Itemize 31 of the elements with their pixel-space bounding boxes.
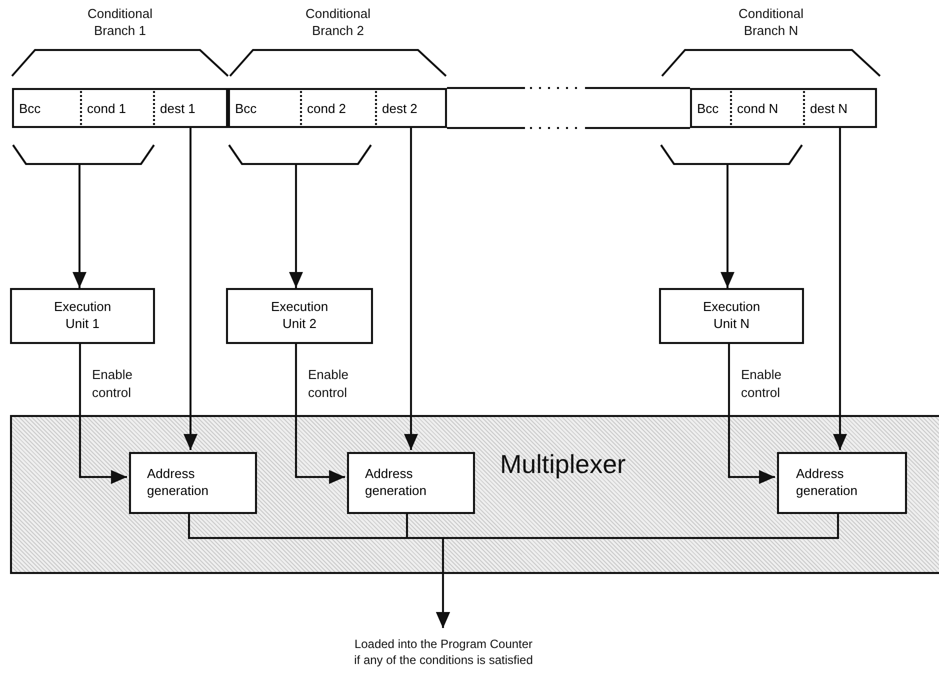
arrow	[436, 512, 839, 628]
arrow	[184, 128, 198, 450]
instruction-field: dest 2	[375, 88, 447, 128]
arrow	[79, 344, 127, 484]
process-box: Address generation	[777, 452, 907, 514]
process-box: Address generation	[347, 452, 475, 514]
arrow	[728, 344, 775, 484]
output-note: Loaded into the Program Counter if any of the conditions is satisfied	[350, 628, 537, 678]
branch-heading: Conditional Branch 2	[304, 6, 372, 40]
arrow	[404, 128, 418, 450]
process-box: Address generation	[129, 452, 257, 514]
instruction-field: Bcc	[12, 88, 80, 128]
instruction-field: dest 1	[153, 88, 228, 128]
instruction-field: cond N	[730, 88, 803, 128]
panel-title: Multiplexer	[500, 449, 626, 480]
process-box: Execution Unit 1	[10, 288, 155, 344]
branch-heading: Conditional Branch 1	[86, 6, 154, 40]
instruction-field: dest N	[803, 88, 877, 128]
multiplexer-panel	[10, 415, 939, 574]
arrow	[289, 165, 303, 288]
arrow	[295, 344, 345, 484]
instruction-field: Bcc	[690, 88, 730, 128]
arrow	[833, 128, 847, 450]
process-box: Execution Unit 2	[226, 288, 373, 344]
instruction-field: Bcc	[228, 88, 300, 128]
arrow	[720, 165, 734, 288]
arrow	[72, 165, 86, 288]
instruction-field: cond 1	[80, 88, 153, 128]
branch-heading: Conditional Branch N	[737, 6, 805, 40]
instruction-field: cond 2	[300, 88, 375, 128]
process-box: Execution Unit N	[659, 288, 804, 344]
